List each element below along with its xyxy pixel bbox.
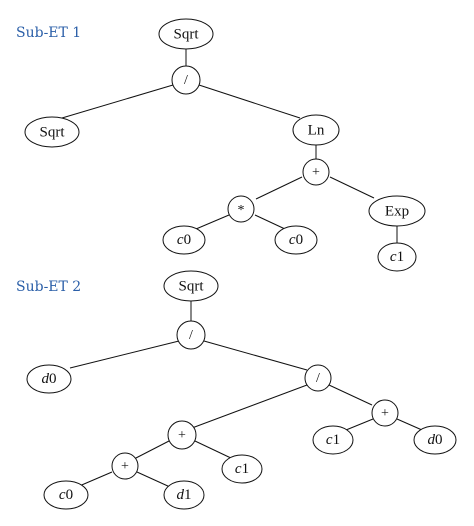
- sub-et-1-edges: [61, 49, 398, 243]
- var-letter: c: [326, 432, 333, 448]
- edge: [329, 176, 375, 199]
- node-d0-left: d0: [26, 364, 72, 394]
- node-label: d1: [177, 487, 192, 503]
- node-multiply: *: [227, 195, 255, 223]
- node-label: c0: [177, 232, 191, 248]
- sub-et-2: Sub-ET 2 Sqrt / d0: [16, 270, 457, 510]
- var-letter: d: [177, 487, 185, 503]
- node-plus-mid: +: [167, 420, 197, 450]
- node-label: +: [178, 428, 186, 443]
- node-exp: Exp: [368, 195, 426, 227]
- var-index: 1: [397, 249, 405, 265]
- edge: [195, 214, 230, 230]
- node-label: Sqrt: [173, 26, 199, 42]
- node-c1: c1: [377, 242, 417, 272]
- node-label: /: [189, 328, 193, 343]
- node-c0-low: c0: [43, 480, 89, 510]
- node-label: c1: [326, 432, 340, 448]
- var-index: 0: [184, 232, 192, 248]
- node-label: Sqrt: [178, 278, 204, 294]
- edge: [194, 440, 234, 460]
- var-index: 0: [296, 232, 304, 248]
- var-letter: c: [59, 487, 66, 503]
- var-index: 1: [242, 461, 250, 477]
- var-index: 1: [184, 487, 192, 503]
- node-ln: Ln: [292, 114, 340, 146]
- node-label: Ln: [308, 122, 325, 138]
- node-label: c0: [289, 232, 303, 248]
- edge: [136, 471, 171, 488]
- sub-et-1-label: Sub-ET 1: [16, 25, 81, 41]
- node-c0-right: c0: [274, 225, 318, 255]
- edge: [203, 340, 308, 371]
- edge: [133, 440, 170, 460]
- var-letter: c: [177, 232, 184, 248]
- node-label: c1: [235, 461, 249, 477]
- node-sqrt-root: Sqrt: [163, 270, 219, 302]
- var-index: 1: [333, 432, 341, 448]
- edge: [76, 471, 113, 488]
- node-sqrt-left: Sqrt: [24, 116, 80, 148]
- node-label: /: [316, 371, 320, 386]
- node-label: c0: [59, 487, 73, 503]
- node-d1-low: d1: [163, 480, 205, 510]
- node-divide: /: [171, 65, 201, 95]
- node-d0-right: d0: [413, 425, 457, 455]
- var-index: 0: [66, 487, 74, 503]
- node-sqrt-root: Sqrt: [158, 18, 214, 50]
- edge: [396, 418, 423, 431]
- var-index: 0: [49, 371, 57, 387]
- edge: [254, 214, 286, 230]
- node-label: +: [121, 459, 129, 474]
- node-plus-right: +: [371, 399, 399, 427]
- node-label: +: [381, 406, 389, 421]
- node-label: /: [184, 73, 188, 88]
- node-c1-mid: c1: [221, 454, 263, 484]
- node-label: +: [312, 165, 320, 180]
- edge: [61, 84, 174, 119]
- sub-et-2-edges: [69, 301, 423, 488]
- node-c1-right: c1: [312, 425, 354, 455]
- edge: [255, 176, 303, 200]
- edge: [69, 340, 180, 369]
- node-label: Sqrt: [39, 124, 65, 140]
- var-letter: d: [428, 432, 436, 448]
- node-divide-top: /: [176, 320, 206, 350]
- node-divide-right: /: [304, 364, 332, 392]
- edge: [345, 418, 374, 431]
- var-letter: c: [289, 232, 296, 248]
- var-letter: c: [235, 461, 242, 477]
- edge: [191, 384, 308, 429]
- sub-et-1: Sub-ET 1 Sqrt / Sqrt Ln: [16, 18, 426, 272]
- node-plus-low: +: [111, 452, 139, 480]
- edge: [198, 84, 301, 119]
- node-label: c1: [390, 249, 404, 265]
- var-letter: c: [390, 249, 397, 265]
- node-label: *: [238, 203, 245, 218]
- var-index: 0: [435, 432, 443, 448]
- var-letter: d: [42, 371, 50, 387]
- sub-et-2-label: Sub-ET 2: [16, 279, 81, 295]
- node-plus: +: [302, 158, 330, 186]
- node-label: d0: [42, 371, 57, 387]
- node-label: Exp: [385, 203, 409, 219]
- node-label: d0: [428, 432, 443, 448]
- node-c0-left: c0: [162, 225, 206, 255]
- edge: [328, 384, 373, 406]
